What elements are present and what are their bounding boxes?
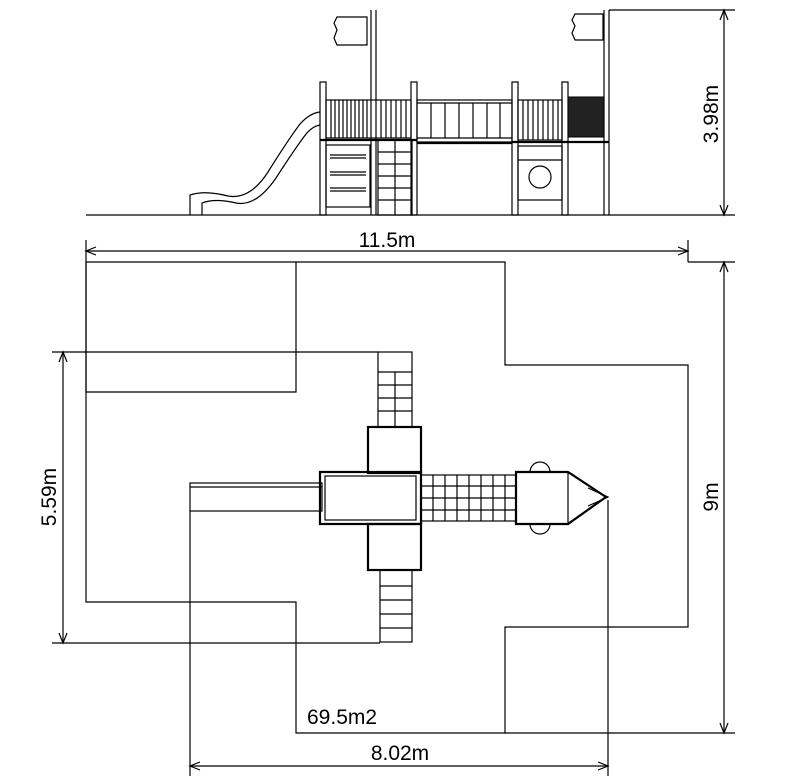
structure-length-dimension-label: 8.02m [371, 742, 429, 765]
plan-deck-bottom [366, 522, 423, 572]
plan-structure [189, 351, 610, 643]
post [511, 81, 519, 216]
bridge-tunnel [416, 99, 513, 145]
area-label: 69.5m2 [307, 706, 377, 729]
dark-mesh-panel [567, 96, 605, 138]
left-tower-lower-panel [325, 144, 371, 208]
right-tower-balusters [522, 100, 559, 140]
post [410, 81, 418, 216]
left-tower-rail [325, 99, 412, 139]
plan-ladder-top [377, 351, 413, 428]
post [319, 81, 327, 216]
tower-span-dimension-label: 5.59m [38, 468, 61, 526]
front-elevation-view [86, 10, 688, 216]
porthole-panel [517, 145, 563, 201]
tower-span-dimension [52, 350, 380, 645]
wavy-slide [189, 111, 321, 215]
height-dimension-label: 3.98m [700, 85, 723, 143]
left-flag [333, 16, 368, 46]
plan-depth-dimension-label: 9m [700, 482, 723, 511]
width-dimension-label: 11.5m [359, 229, 416, 252]
left-tower-balusters [330, 100, 407, 138]
plan-bridge [420, 474, 517, 522]
width-dimension [84, 240, 690, 262]
plan-depth-dimension [505, 260, 735, 735]
plan-deck-top [366, 425, 423, 475]
plan-ladder-bottom [379, 569, 413, 643]
safety-zone-outline [85, 261, 689, 734]
plan-deck-center [318, 470, 423, 526]
height-dimension [609, 8, 735, 217]
front-ladder [377, 139, 413, 216]
plan-bow-platform [514, 461, 610, 535]
right-flag [571, 13, 604, 41]
right-tower-rail [517, 99, 563, 141]
plan-slide [189, 482, 323, 512]
structure-length-dimension [188, 500, 610, 776]
post [561, 81, 569, 216]
